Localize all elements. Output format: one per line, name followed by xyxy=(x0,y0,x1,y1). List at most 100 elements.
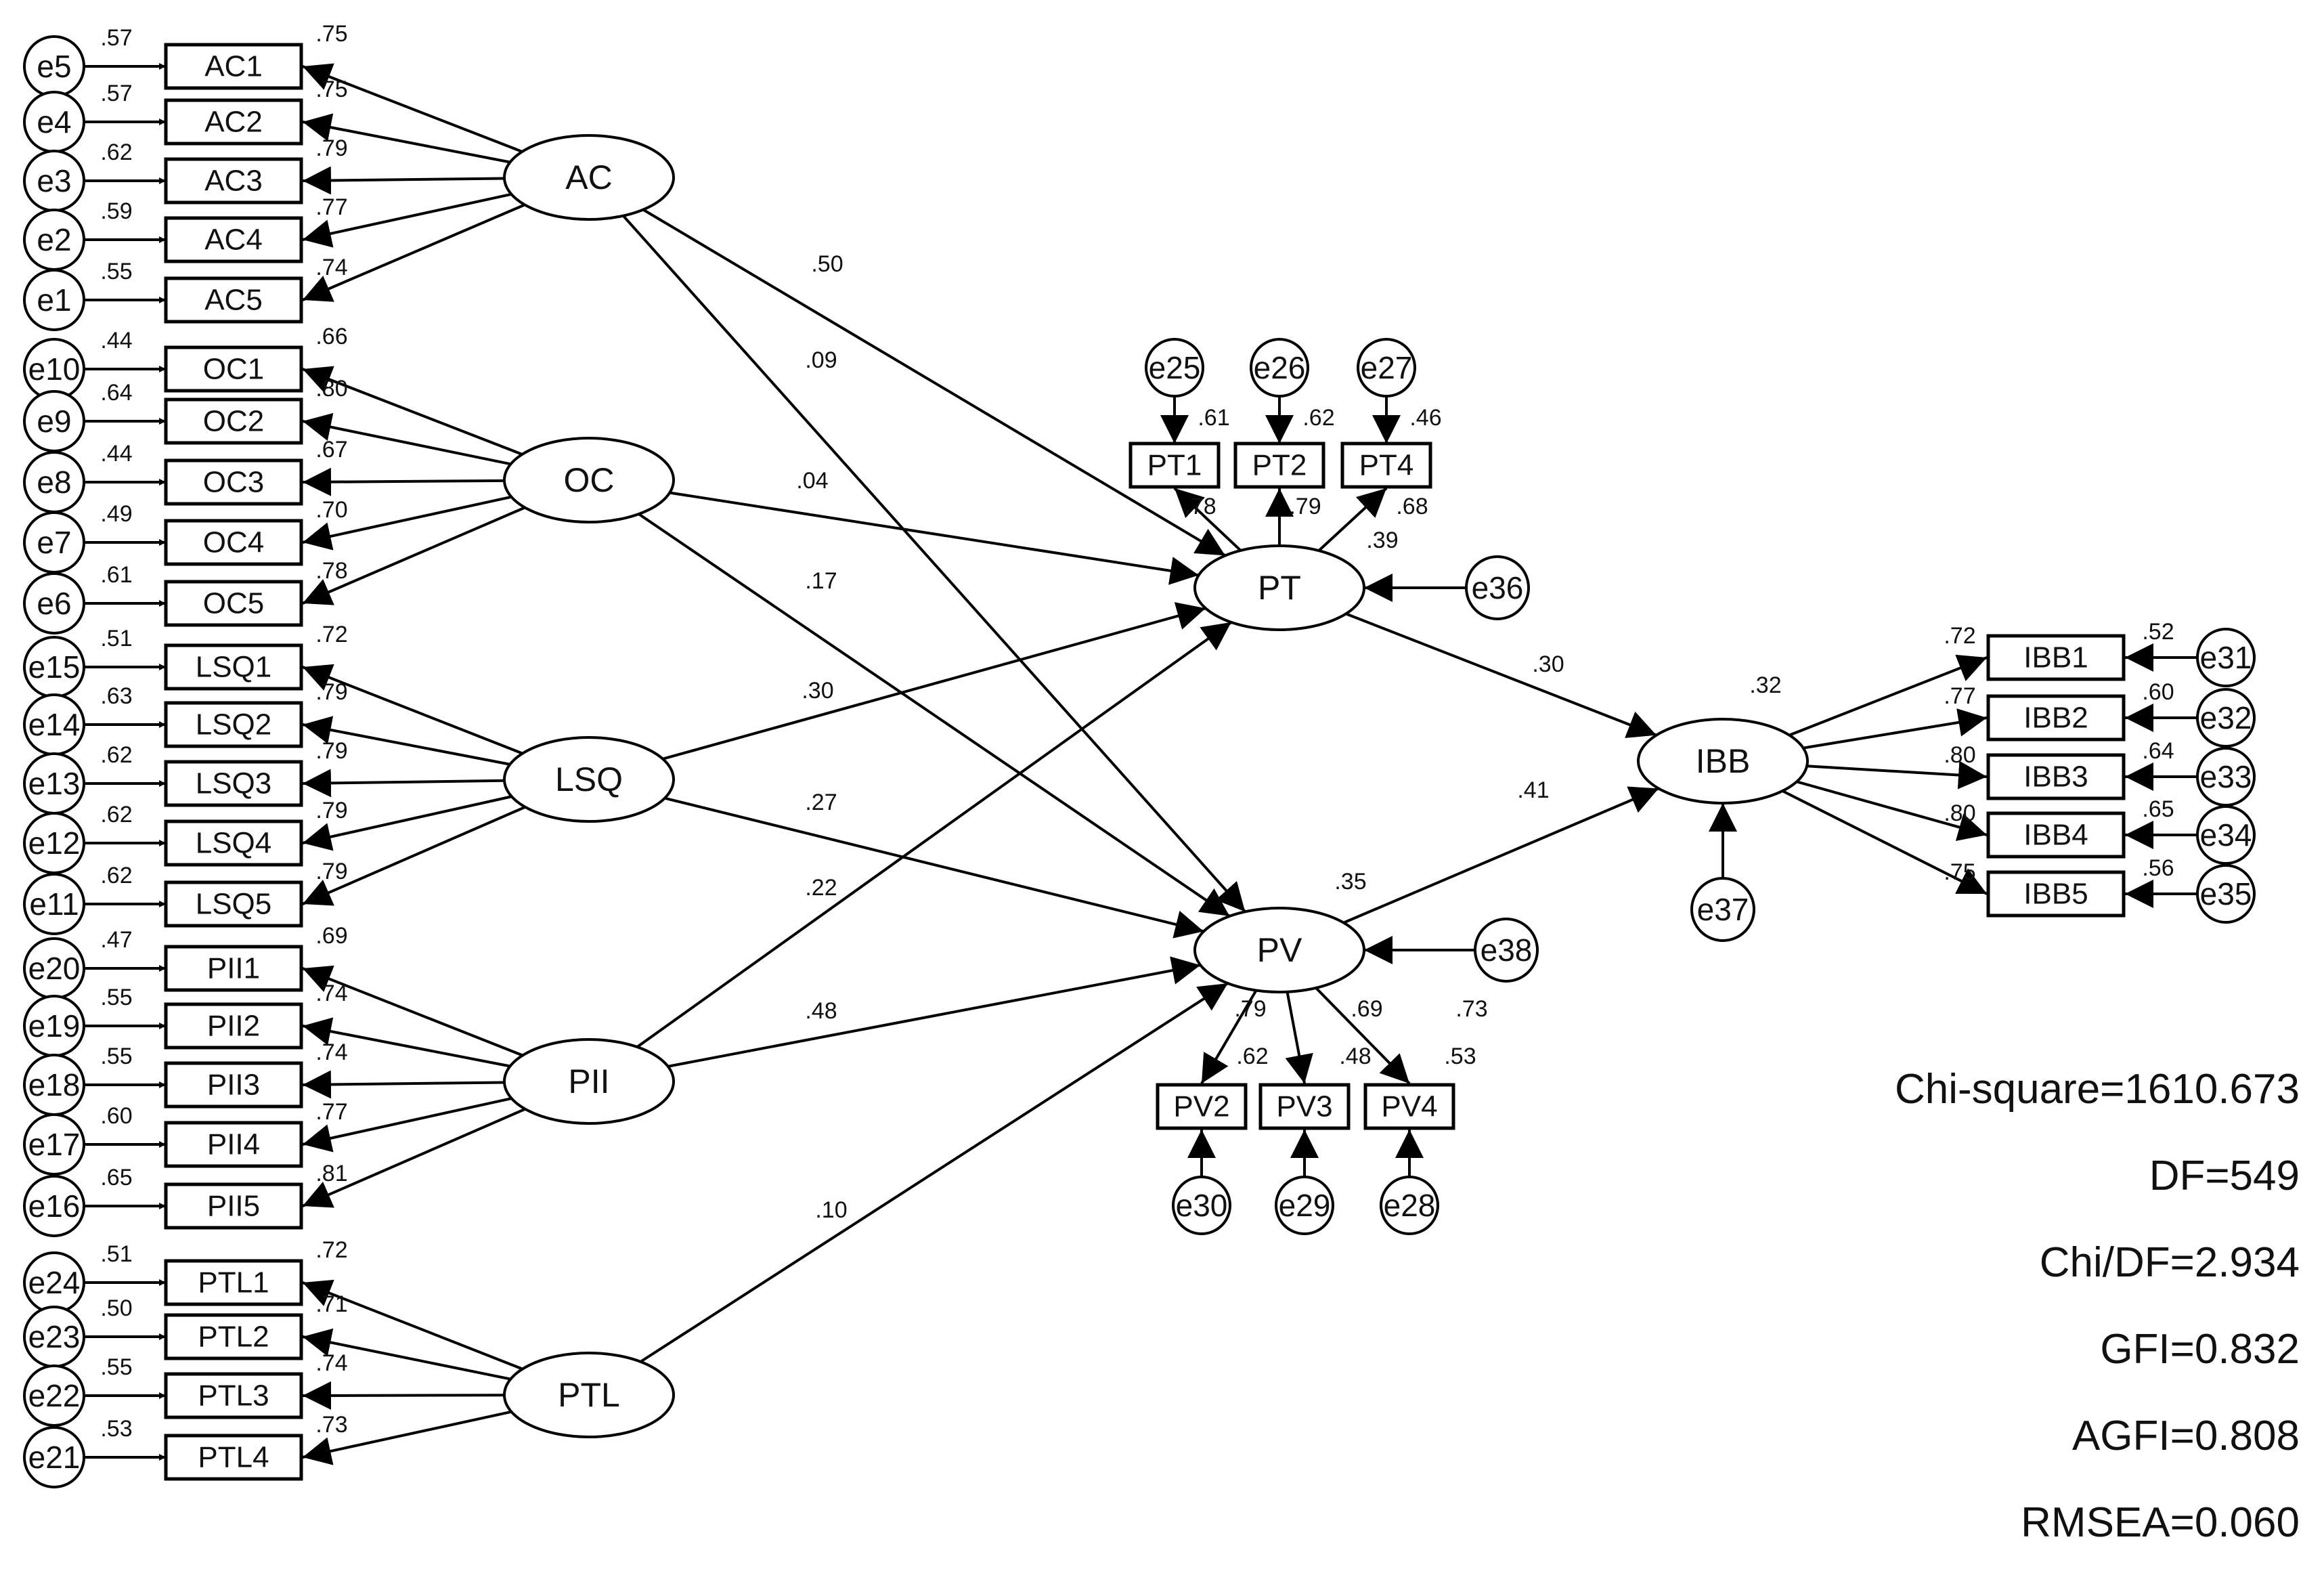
error-e18-label: e18 xyxy=(28,1067,81,1102)
loading-pii5: .81 xyxy=(315,1161,347,1186)
error-e14-label: e14 xyxy=(28,707,81,742)
error-e38-circle xyxy=(1474,918,1539,983)
arrow-ibb-ibb5 xyxy=(1782,790,1988,895)
indicator-lsq2-label: LSQ2 xyxy=(196,708,272,741)
path-ac-pt xyxy=(642,208,1226,557)
loading-pv3: .69 xyxy=(1351,996,1382,1022)
latent-pv-label: PV xyxy=(1257,931,1302,969)
arrow-ptl-ptl3 xyxy=(302,1381,505,1410)
latent-ac-ellipse xyxy=(503,134,675,221)
r2-oc5: .61 xyxy=(100,562,132,588)
r2-ac5: .55 xyxy=(100,259,132,284)
loading-ptl3: .74 xyxy=(315,1350,347,1376)
error-e31-label: e31 xyxy=(2200,640,2252,675)
coef-ptl-pv: .10 xyxy=(815,1197,847,1223)
r2-lsq4: .62 xyxy=(100,802,132,828)
indicator-ibb2-label: IBB2 xyxy=(2023,702,2088,735)
indicator-ac3-box xyxy=(164,157,303,205)
loading-ac4: .77 xyxy=(315,194,347,220)
indicator-ibb3-label: IBB3 xyxy=(2023,760,2088,794)
loading-ptl4: .73 xyxy=(315,1412,347,1438)
indicator-pv4-label: PV4 xyxy=(1381,1090,1437,1123)
indicator-lsq5-box xyxy=(164,880,303,928)
r2-ac4: .59 xyxy=(100,198,132,224)
loading-lsq5: .79 xyxy=(315,859,347,884)
loading-pii2: .74 xyxy=(315,981,347,1006)
arrow-pii-pii3 xyxy=(302,1070,505,1099)
loading-ac2: .75 xyxy=(315,77,347,102)
r2-pt4: .46 xyxy=(1409,405,1441,431)
path-lsq-pt xyxy=(662,602,1206,760)
path-oc-pv xyxy=(638,513,1231,918)
chi-square-stat: Chi-square=1610.673 xyxy=(1894,1066,2300,1113)
error-e21-label: e21 xyxy=(28,1440,81,1475)
error-e16-circle xyxy=(23,1175,85,1237)
loading-lsq3: .79 xyxy=(315,738,347,764)
indicator-pt4-label: PT4 xyxy=(1359,449,1414,482)
indicator-lsq1-box xyxy=(164,643,303,691)
node-layer xyxy=(23,35,2256,1488)
arrow-pii-pii5 xyxy=(302,1107,526,1208)
loading-lsq2: .79 xyxy=(315,679,347,705)
loading-ptl2: .71 xyxy=(315,1291,347,1317)
error-e29-label: e29 xyxy=(1279,1188,1331,1223)
arrow-ibb-ibb2 xyxy=(1803,708,1988,750)
arrow-ptl-ptl1 xyxy=(302,1279,523,1371)
error-e37-label: e37 xyxy=(1697,892,1749,927)
rmsea-stat: RMSEA=0.060 xyxy=(2021,1499,2300,1546)
r2-oc1: .44 xyxy=(100,328,132,353)
loading-pv2: .79 xyxy=(1234,996,1266,1022)
r2-oc2: .64 xyxy=(100,380,132,406)
arrow-pt-pt4 xyxy=(1317,487,1388,552)
path-pii-pt xyxy=(636,621,1232,1048)
loading-ibb2: .77 xyxy=(1944,683,1975,709)
r2-ibb2: .60 xyxy=(2142,679,2174,705)
indicator-pt2-box xyxy=(1233,442,1325,489)
error-e1-label: e1 xyxy=(37,282,71,318)
loading-pt4: .68 xyxy=(1396,494,1428,519)
error-e25-circle xyxy=(1145,338,1204,397)
indicator-ibb2-box xyxy=(1986,694,2126,741)
error-e6-circle xyxy=(23,572,85,635)
error-e8-label: e8 xyxy=(37,465,71,500)
coef-ac-pv: .09 xyxy=(805,347,837,373)
r2-ibb4: .65 xyxy=(2142,796,2174,822)
r2-oc4: .49 xyxy=(100,501,132,527)
arrow-ac-ac1 xyxy=(302,63,523,153)
error-e22-label: e22 xyxy=(28,1378,81,1413)
indicator-pv3-label: PV3 xyxy=(1276,1090,1332,1123)
indicator-lsq4-box xyxy=(164,819,303,867)
coef-pii-pt: .22 xyxy=(805,875,837,901)
arrow-ptl-ptl4 xyxy=(302,1410,512,1465)
r2-pii2: .55 xyxy=(100,985,132,1010)
indicator-pii1-label: PII1 xyxy=(207,952,260,985)
error-e36-label: e36 xyxy=(1472,570,1524,605)
indicator-lsq1-label: LSQ1 xyxy=(196,651,272,684)
indicator-lsq4-label: LSQ4 xyxy=(196,827,272,860)
r2-ptl3: .55 xyxy=(100,1354,132,1380)
error-e9-label: e9 xyxy=(37,404,71,439)
arrow-pii-pii1 xyxy=(302,965,523,1057)
connector-layer xyxy=(84,63,2197,1465)
indicator-oc4-label: OC4 xyxy=(203,526,264,559)
r2-ac2: .57 xyxy=(100,81,132,106)
loading-oc1: .66 xyxy=(315,324,347,349)
latent-ibb-ellipse xyxy=(1637,718,1809,804)
indicator-ac5-label: AC5 xyxy=(204,284,263,317)
indicator-ac1-label: AC1 xyxy=(204,50,263,83)
indicator-pii3-label: PII3 xyxy=(207,1069,260,1102)
indicator-ac4-box xyxy=(164,216,303,263)
error-e10-label: e10 xyxy=(28,351,81,387)
loading-ptl1: .72 xyxy=(315,1237,347,1263)
latent-pt-ellipse xyxy=(1193,544,1365,631)
coef-pv-ibb: .41 xyxy=(1517,777,1549,803)
error-e38-label: e38 xyxy=(1481,932,1533,968)
latent-oc-ellipse xyxy=(503,437,675,523)
indicator-oc1-box xyxy=(164,345,303,393)
loading-ac5: .74 xyxy=(315,255,347,280)
loading-ac3: .79 xyxy=(315,135,347,161)
indicator-pii2-box xyxy=(164,1002,303,1050)
indicator-ibb4-box xyxy=(1986,811,2126,859)
indicator-pt2-label: PT2 xyxy=(1252,449,1307,482)
coef-ac-pt: .50 xyxy=(811,251,843,277)
